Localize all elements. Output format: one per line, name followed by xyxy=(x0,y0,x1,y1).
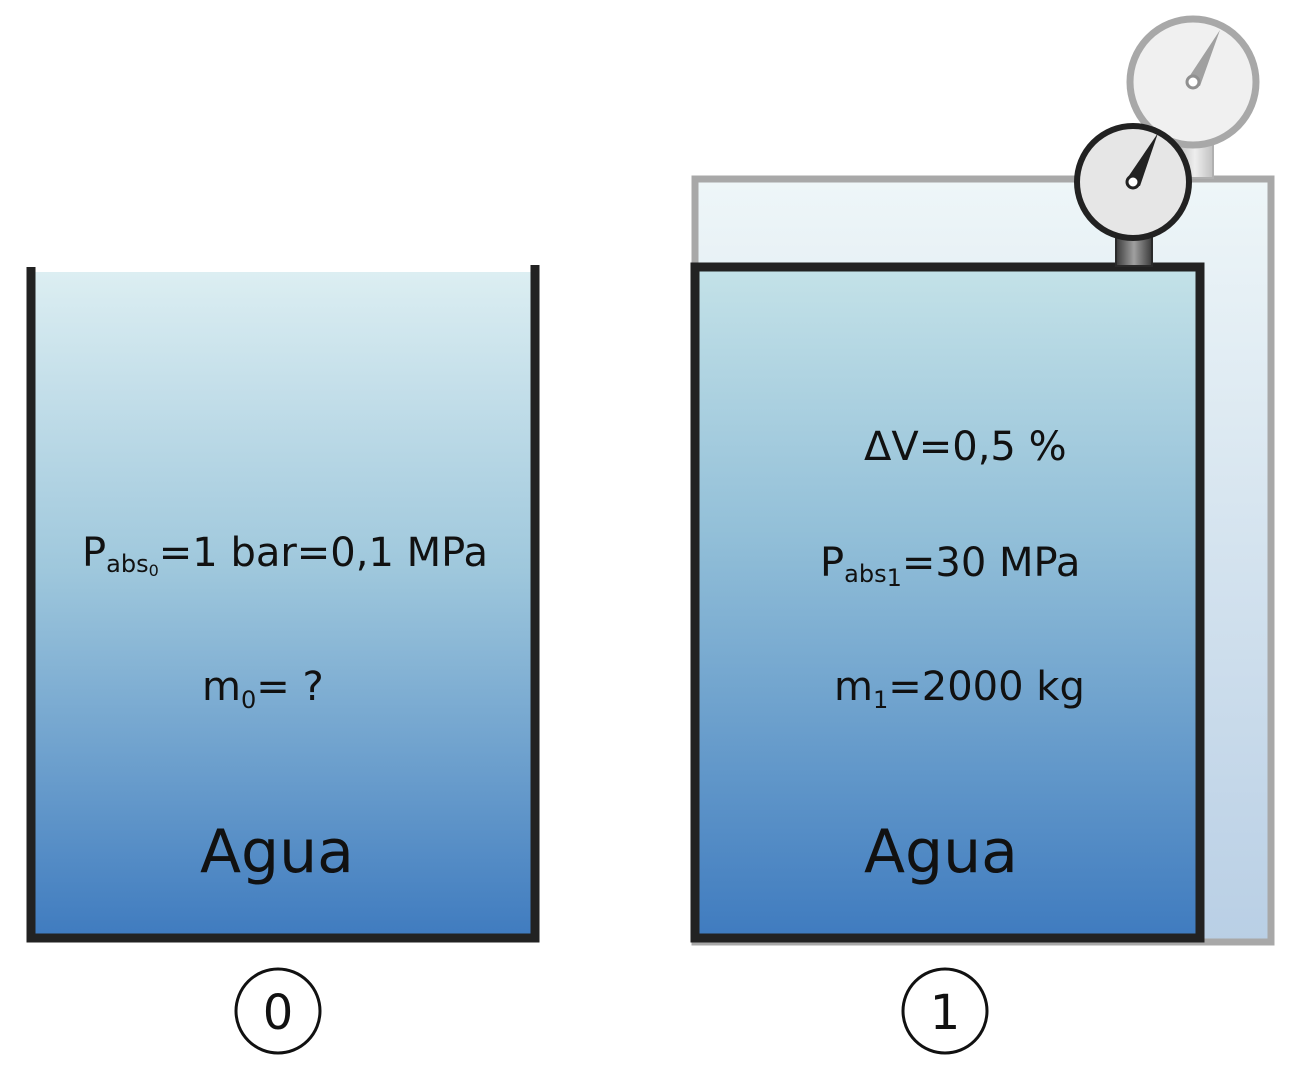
state-1-circle xyxy=(901,967,989,1055)
left-fluid-label: Agua xyxy=(200,817,354,887)
right-fluid-label: Agua xyxy=(864,817,1018,887)
ghost-gauge-pivot xyxy=(1185,74,1201,90)
right-tank-water xyxy=(690,262,1205,943)
left-pressure-label: Pabs0=1 bar=0,1 MPa xyxy=(82,530,488,580)
left-tank-water xyxy=(31,272,535,938)
ghost-pressure-gauge xyxy=(1126,15,1260,179)
right-tank xyxy=(690,262,1205,943)
right-mass-label: m1=2000 kg xyxy=(834,664,1085,714)
gauge-needle xyxy=(1126,133,1158,186)
volume-change-label: ΔV=0,5 % xyxy=(864,424,1067,470)
left-mass-label: m0= ? xyxy=(202,664,324,714)
gauge-pivot xyxy=(1125,174,1141,190)
pressure-gauge xyxy=(1074,123,1192,267)
left-tank-wall xyxy=(26,265,540,943)
state-0-marker: 0 xyxy=(234,967,322,1055)
left-tank xyxy=(26,265,540,943)
state-0-number: 0 xyxy=(263,985,294,1041)
state-0-circle xyxy=(234,967,322,1055)
right-pressure-label: Pabs1=30 MPa xyxy=(820,540,1080,592)
ghost-gauge-needle xyxy=(1187,30,1220,86)
state-1-number: 1 xyxy=(930,985,961,1041)
state-1-marker: 1 xyxy=(901,967,989,1055)
